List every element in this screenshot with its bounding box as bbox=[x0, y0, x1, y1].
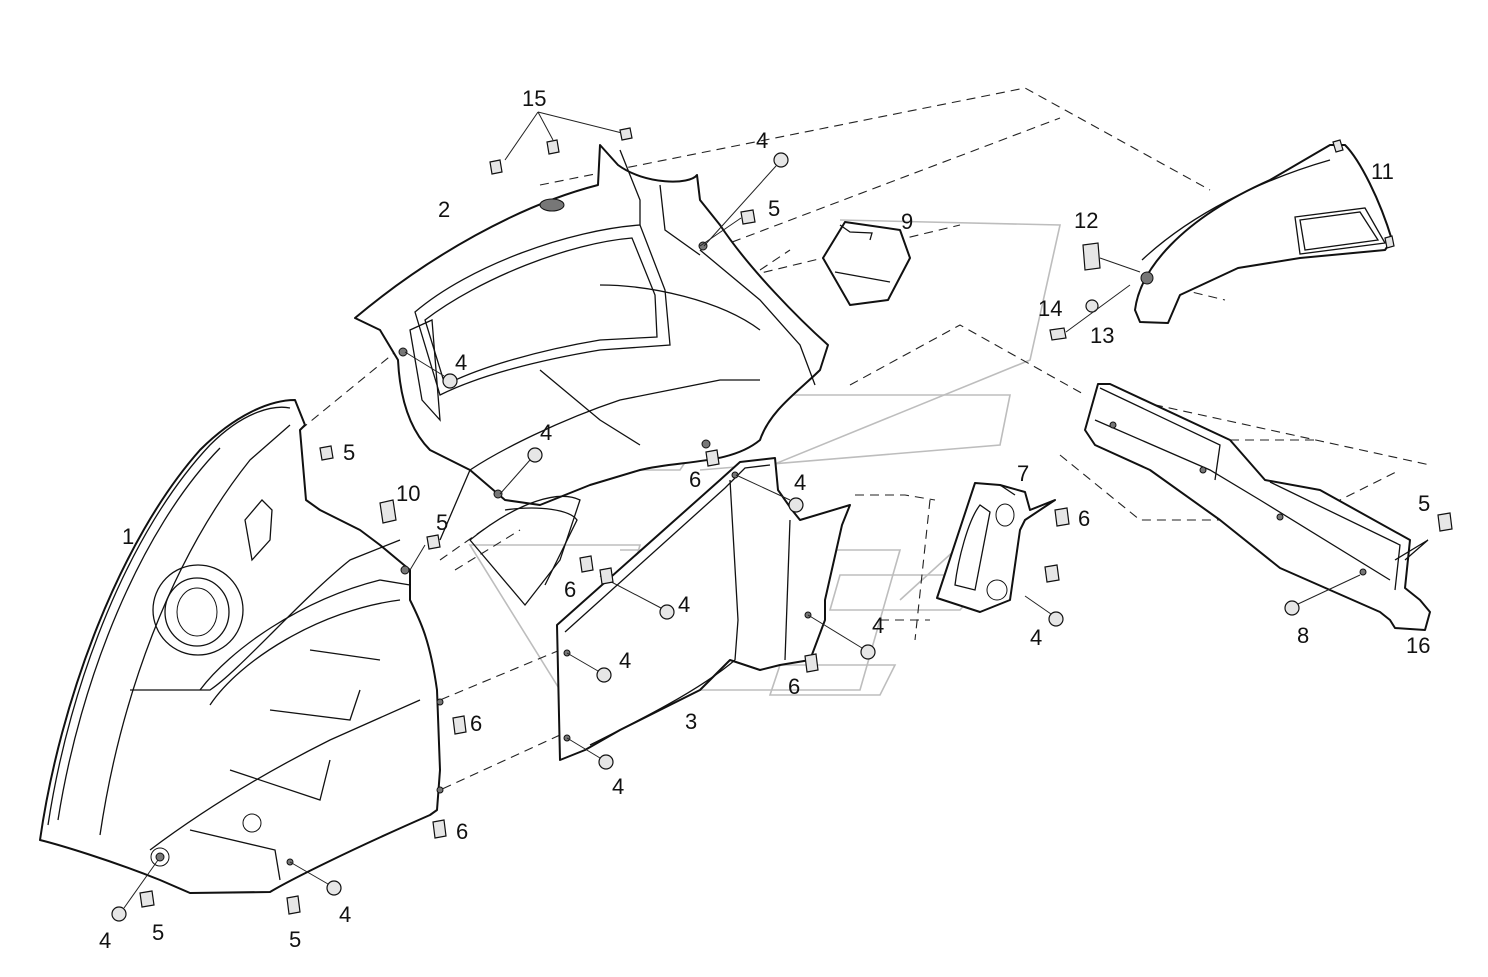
part-3-middle-panel bbox=[556, 457, 851, 761]
label-8: 8 bbox=[1297, 623, 1309, 648]
label-5: 5 bbox=[436, 510, 448, 535]
label-13: 13 bbox=[1090, 323, 1114, 348]
label-10: 10 bbox=[396, 481, 420, 506]
label-6: 6 bbox=[689, 467, 701, 492]
label-5: 5 bbox=[289, 927, 301, 952]
label-3: 3 bbox=[685, 709, 697, 734]
label-7: 7 bbox=[1017, 461, 1029, 486]
part-11-cowl bbox=[1134, 139, 1395, 324]
label-6: 6 bbox=[470, 711, 482, 736]
parts-12-13-14-fasteners bbox=[1049, 242, 1141, 341]
label-6: 6 bbox=[1078, 506, 1090, 531]
part-10-clip bbox=[379, 499, 397, 524]
label-4: 4 bbox=[540, 420, 552, 445]
label-11: 11 bbox=[1371, 159, 1394, 184]
part-5-6-clip-nuts bbox=[139, 209, 1453, 915]
label-5: 5 bbox=[768, 196, 780, 221]
label-5: 5 bbox=[343, 440, 355, 465]
label-4: 4 bbox=[872, 613, 884, 638]
label-15: 15 bbox=[522, 86, 546, 111]
part-7-bracket bbox=[936, 482, 1056, 613]
part-9-cover bbox=[822, 221, 911, 306]
part-16-trim-strip bbox=[1084, 383, 1431, 631]
label-4: 4 bbox=[455, 350, 467, 375]
label-9: 9 bbox=[901, 209, 913, 234]
label-4: 4 bbox=[794, 470, 806, 495]
part-1-side-panel bbox=[39, 399, 444, 894]
label-14: 14 bbox=[1038, 296, 1062, 321]
label-12: 12 bbox=[1074, 208, 1098, 233]
label-4: 4 bbox=[678, 592, 690, 617]
label-6: 6 bbox=[564, 577, 576, 602]
label-1: 1 bbox=[122, 524, 134, 549]
label-5: 5 bbox=[1418, 491, 1430, 516]
part-15-clips bbox=[489, 111, 633, 175]
callout-labels: 1 2 3 4 4 4 4 4 4 4 4 4 4 4 5 5 5 5 5 5 … bbox=[99, 86, 1430, 953]
label-4: 4 bbox=[1030, 625, 1042, 650]
label-6: 6 bbox=[456, 819, 468, 844]
part-4-fasteners bbox=[111, 152, 1064, 922]
part-2-upper-shroud bbox=[354, 144, 829, 607]
part-8-push-rivet bbox=[1284, 574, 1361, 616]
label-4: 4 bbox=[99, 928, 111, 953]
label-4: 4 bbox=[756, 128, 768, 153]
label-2: 2 bbox=[438, 197, 450, 222]
label-4: 4 bbox=[612, 774, 624, 799]
label-4: 4 bbox=[339, 902, 351, 927]
label-6: 6 bbox=[788, 674, 800, 699]
label-5: 5 bbox=[152, 920, 164, 945]
label-4: 4 bbox=[619, 648, 631, 673]
label-16: 16 bbox=[1406, 633, 1430, 658]
